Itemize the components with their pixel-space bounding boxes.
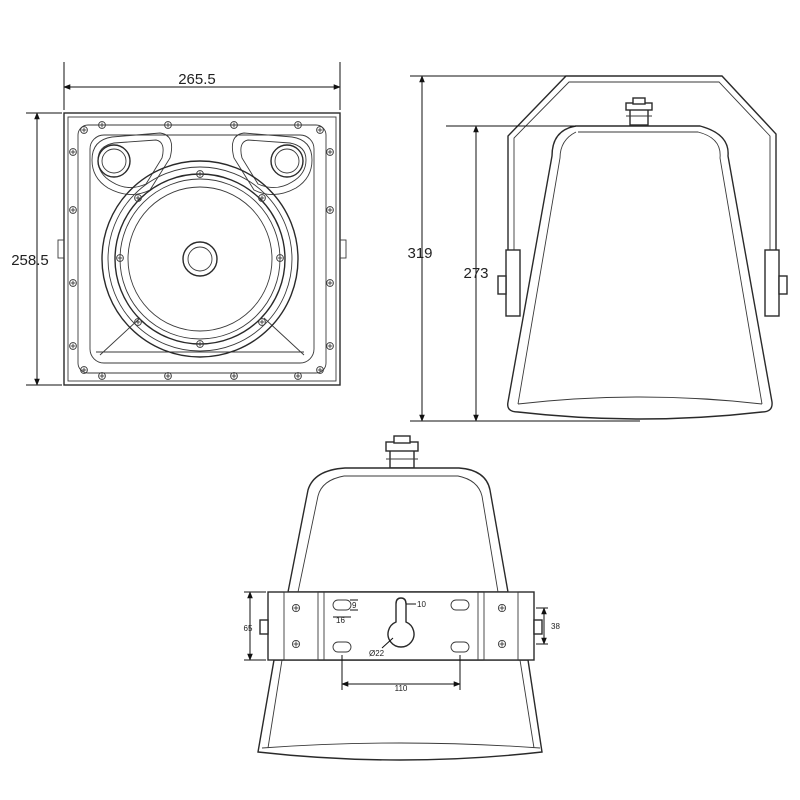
- dim-label-keyhole-width: 10: [417, 600, 426, 609]
- dim-label-side-total: 319: [407, 245, 432, 262]
- screw-icon: [230, 372, 238, 380]
- dim-label-slot-distance: 110: [395, 684, 408, 693]
- dim-label-front-height: 258.5: [11, 252, 49, 269]
- rear-view: 65 38 9 16 10 Ø22 110: [244, 435, 560, 761]
- screw-icon: [69, 342, 77, 350]
- front-screws: [69, 121, 334, 380]
- screw-icon: [326, 342, 334, 350]
- woofer: [101, 160, 299, 358]
- dim-label-bracket-height: 65: [244, 624, 253, 633]
- screw-icon: [497, 603, 507, 613]
- screw-icon: [98, 372, 106, 380]
- screw-icon: [69, 206, 77, 214]
- keyhole: [387, 597, 415, 648]
- screw-icon: [164, 372, 172, 380]
- screw-icon: [196, 170, 204, 178]
- rear-bolts: [291, 603, 507, 649]
- screw-icon: [230, 121, 238, 129]
- screw-icon: [326, 148, 334, 156]
- dim-label-slot-spacing: 9: [352, 601, 357, 610]
- dim-label-bolt-spacing: 38: [551, 622, 560, 631]
- screw-icon: [258, 318, 266, 326]
- screw-icon: [164, 121, 172, 129]
- screw-icon: [258, 194, 266, 202]
- screw-icon: [291, 639, 301, 649]
- screw-icon: [326, 279, 334, 287]
- port-left: [91, 132, 173, 195]
- front-view: 265.5 258.5: [11, 62, 347, 386]
- screw-icon: [69, 279, 77, 287]
- dim-label-side-body: 273: [463, 265, 488, 282]
- dim-label-slot-width: 16: [336, 616, 345, 625]
- screw-icon: [69, 148, 77, 156]
- screw-icon: [294, 121, 302, 129]
- screw-icon: [294, 372, 302, 380]
- screw-icon: [116, 254, 124, 262]
- screw-icon: [134, 318, 142, 326]
- screw-icon: [326, 206, 334, 214]
- screw-icon: [134, 194, 142, 202]
- screw-icon: [98, 121, 106, 129]
- side-view: 319 273: [407, 75, 788, 422]
- screw-icon: [316, 366, 324, 374]
- screw-icon: [316, 126, 324, 134]
- dim-label-keyhole-diameter: Ø22: [369, 649, 385, 658]
- screw-icon: [497, 639, 507, 649]
- screw-icon: [80, 366, 88, 374]
- screw-icon: [276, 254, 284, 262]
- screw-icon: [291, 603, 301, 613]
- screw-icon: [196, 340, 204, 348]
- port-right: [231, 132, 313, 195]
- screw-icon: [80, 126, 88, 134]
- mounting-bracket: [267, 591, 535, 661]
- dim-label-front-width: 265.5: [178, 71, 216, 88]
